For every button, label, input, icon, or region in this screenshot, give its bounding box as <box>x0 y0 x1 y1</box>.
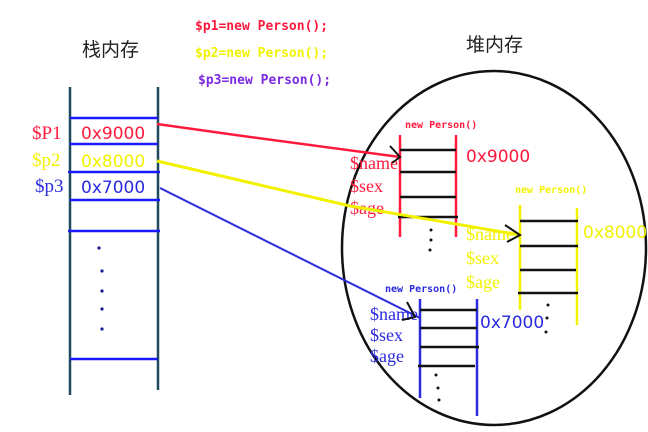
heap-object-p3: new Person() 0x7000 $name $sex $age <box>370 284 544 416</box>
code-line-p1: $p1=new Person(); <box>195 19 328 34</box>
heap-object-ctor: new Person() <box>405 120 477 131</box>
heap-object-address: 0x8000 <box>583 223 647 243</box>
heap-object-address: 0x9000 <box>466 147 530 167</box>
ellipsis-dot <box>434 373 438 377</box>
ellipsis-dot <box>428 248 432 252</box>
ellipsis-dot <box>100 327 104 331</box>
arrowhead-icon <box>401 301 417 321</box>
ellipsis-dot <box>429 238 433 242</box>
reference-arrow-p2 <box>156 159 521 237</box>
ellipsis-dot <box>97 246 101 250</box>
ellipsis-dot <box>436 386 440 390</box>
heap-object-address: 0x7000 <box>480 313 544 333</box>
stack-var-value: 0x8000 <box>81 152 145 172</box>
reference-arrow-p3 <box>159 187 421 319</box>
code-line-p3: $p3=new Person(); <box>198 73 331 88</box>
heap-object-ctor: new Person() <box>515 185 587 196</box>
heap-memory-title: 堆内存 <box>466 34 523 56</box>
heap-object-p2: new Person() 0x8000 $name $sex $age <box>466 185 647 334</box>
stack-var-name: $p3 <box>35 176 64 197</box>
ellipsis-dot <box>545 316 549 320</box>
stack-ellipsis <box>97 246 104 331</box>
heap-object-p1: new Person() 0x9000 $name $sex $age <box>350 120 530 252</box>
heap-boundary <box>340 69 648 427</box>
stack-var-name: $P1 <box>32 123 62 144</box>
heap-object-ctor: new Person() <box>385 284 457 295</box>
heap-field-label: $age <box>466 272 500 292</box>
arrowhead-icon <box>389 145 402 164</box>
ellipsis-dot <box>429 228 433 232</box>
ellipsis-dot <box>100 307 104 311</box>
ellipsis-dot <box>544 330 548 334</box>
stack-var-value: 0x9000 <box>81 124 145 144</box>
heap-field-label: $sex <box>370 325 403 345</box>
ellipsis-dot <box>100 289 104 293</box>
code-line-p2: $p2=new Person(); <box>195 46 328 61</box>
ellipsis-dot <box>100 269 104 273</box>
stack-memory-title: 栈内存 <box>82 39 139 61</box>
heap-field-label: $age <box>370 346 404 366</box>
ellipsis-dot <box>546 303 550 307</box>
reference-arrow-p1 <box>156 122 401 159</box>
stack-column <box>68 87 160 395</box>
ellipsis-dot <box>437 398 441 402</box>
heap-field-label: $sex <box>350 176 383 196</box>
arrowhead-icon <box>504 224 522 243</box>
heap-field-label: $name <box>350 153 398 173</box>
heap-field-label: $sex <box>466 248 499 268</box>
stack-var-value: 0x7000 <box>81 178 145 198</box>
stack-var-name: $p2 <box>32 150 61 171</box>
